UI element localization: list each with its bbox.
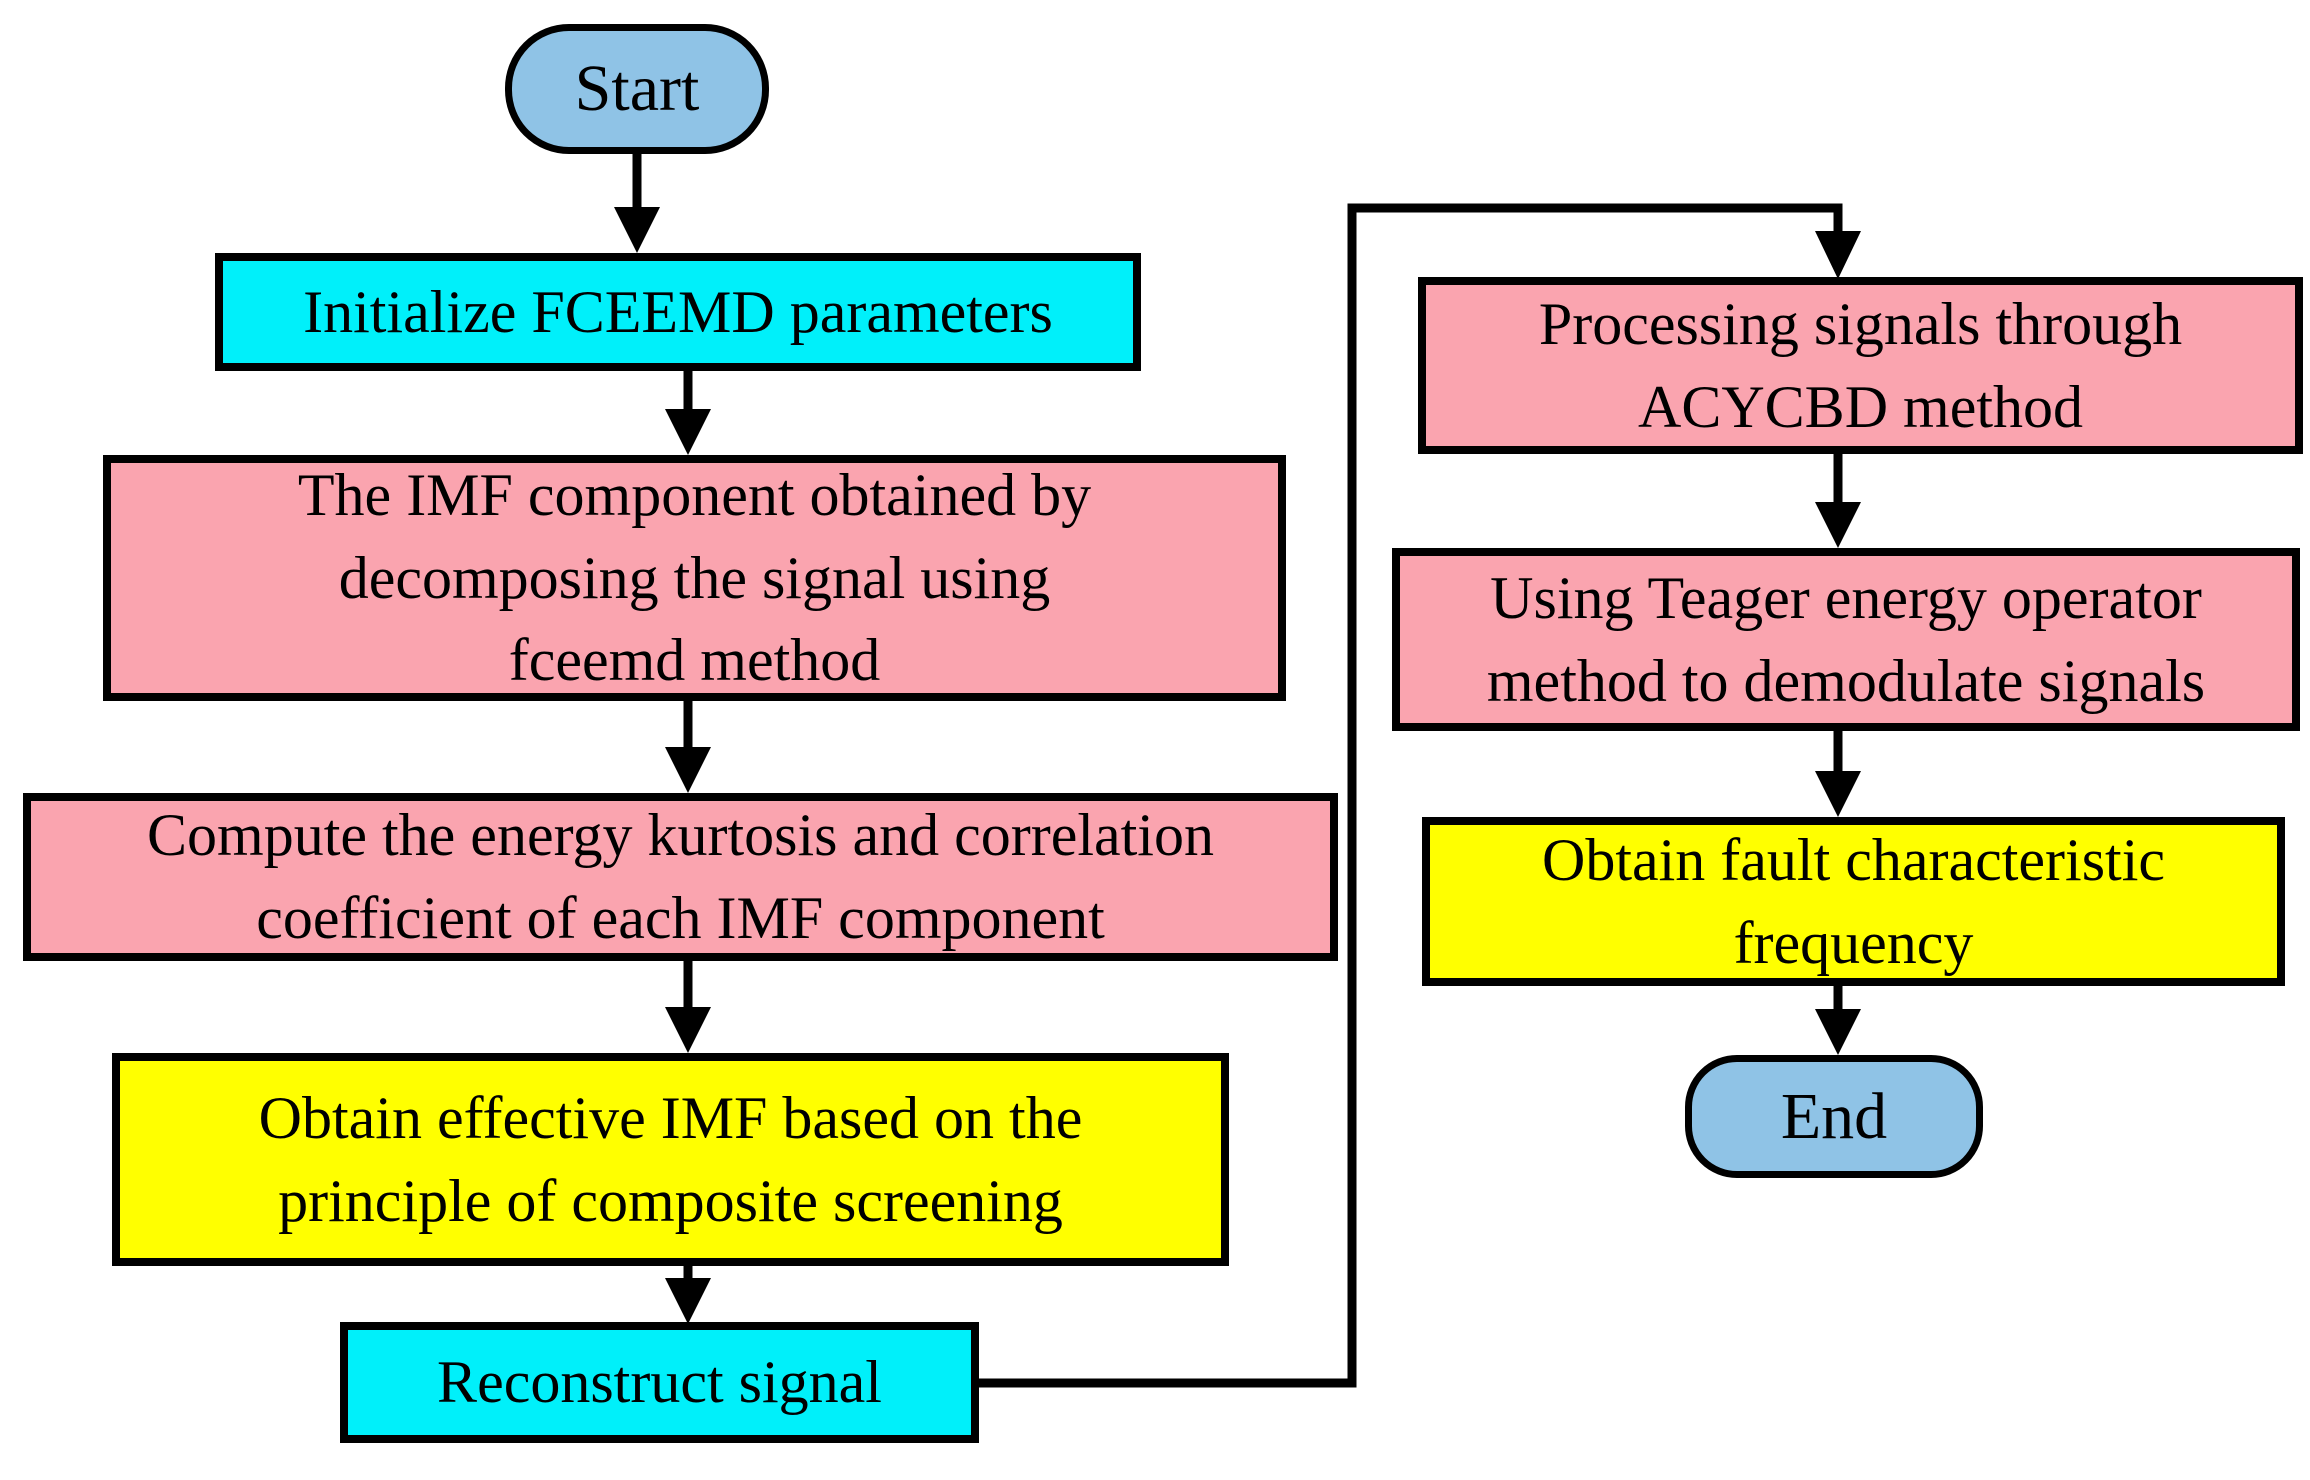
teager-line-2: method to demodulate signals [1486, 647, 2206, 714]
energy-kurtosis-line-2: coefficient of each IMF component [256, 885, 1105, 951]
start-label: Start [574, 52, 700, 126]
acycbd-line-1: Processing signals through [1538, 290, 2183, 357]
imf-decompose-box: The IMF component obtained by decomposin… [103, 455, 1286, 701]
energy-kurtosis-box: Compute the energy kurtosis and correlat… [23, 793, 1338, 961]
init-fceemd-parameters-label: Initialize FCEEMD parameters [303, 278, 1053, 345]
imf-decompose-line-2: decomposing the signal using [338, 544, 1051, 611]
arrow-acycbd-to-teager [1815, 454, 1861, 548]
reconstruct-signal-label: Reconstruct signal [437, 1349, 882, 1416]
arrow-teager-to-fault [1815, 731, 1861, 817]
effective-imf-line-2: principle of composite screening [278, 1167, 1063, 1234]
start-terminal: Start [505, 24, 769, 154]
effective-imf-screening-box: Obtain effective IMF based on the princi… [112, 1053, 1229, 1266]
effective-imf-line-1: Obtain effective IMF based on the [258, 1084, 1083, 1151]
arrow-decompose-to-kurtosis [665, 701, 711, 793]
teager-demodulate-box: Using Teager energy operator method to d… [1392, 548, 2300, 731]
fault-frequency-line-1: Obtain fault characteristic [1541, 826, 2166, 893]
arrow-kurtosis-to-screening [665, 961, 711, 1053]
fault-frequency-line-2: frequency [1733, 909, 1974, 976]
arrow-reconstruct-to-acycbd [978, 203, 1861, 1388]
teager-line-1: Using Teager energy operator [1490, 564, 2202, 631]
arrow-start-to-init [614, 152, 660, 253]
reconstruct-signal-box: Reconstruct signal [340, 1322, 979, 1443]
arrow-screening-to-reconstruct [665, 1266, 711, 1324]
end-terminal: End [1685, 1055, 1983, 1178]
imf-decompose-line-1: The IMF component obtained by [297, 461, 1092, 528]
fault-frequency-box: Obtain fault characteristic frequency [1422, 817, 2285, 986]
end-label: End [1780, 1079, 1888, 1153]
arrow-fault-to-end [1815, 986, 1861, 1055]
acycbd-line-2: ACYCBD method [1637, 373, 2084, 440]
arrow-init-to-decompose [665, 371, 711, 455]
init-fceemd-parameters-box: Initialize FCEEMD parameters [215, 253, 1141, 371]
imf-decompose-line-3: fceemd method [508, 627, 881, 694]
energy-kurtosis-line-1: Compute the energy kurtosis and correlat… [147, 802, 1214, 869]
acycbd-processing-box: Processing signals through ACYCBD method [1418, 277, 2303, 454]
